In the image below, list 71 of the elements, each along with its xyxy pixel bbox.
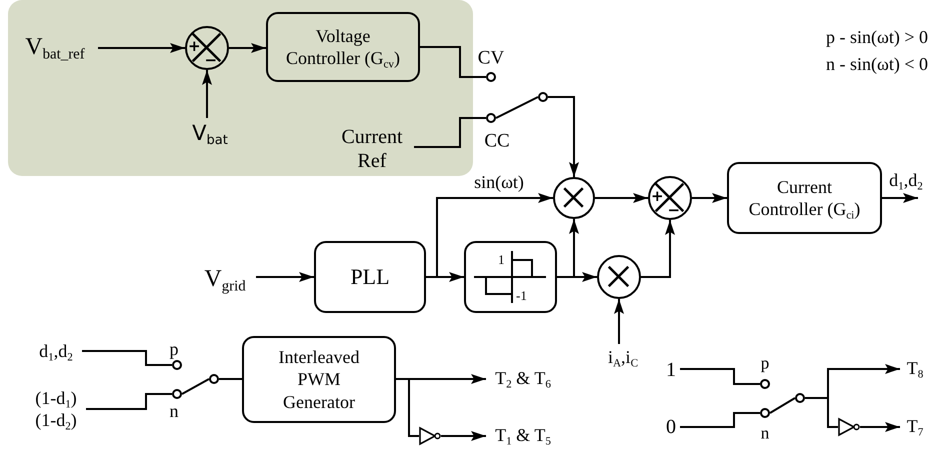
signal-label: 1 — [662, 357, 680, 383]
connector-line — [805, 397, 838, 428]
terminal-label: p — [760, 354, 770, 372]
connector-line — [680, 368, 760, 385]
arrow — [229, 43, 266, 53]
signal-label: T$_{7}$ — [900, 414, 930, 440]
process-box: PLL — [314, 241, 426, 313]
signal-label: T$_{2}$ & T$_{6}$ — [486, 366, 560, 392]
arrow — [202, 70, 212, 118]
signal-label: (1-d$_{1}$) (1-d$_{2}$) — [26, 386, 86, 434]
signal-label: V$_{bat}$ — [188, 118, 232, 150]
inverter-symbol — [419, 427, 441, 445]
terminal-label: CC — [484, 132, 510, 150]
switch-terminal — [795, 393, 805, 403]
connector-line — [769, 397, 796, 414]
arrow — [256, 272, 314, 282]
signal-label: i$_{A}$,i$_{C}$ — [598, 344, 648, 372]
signal-label: V$_{bat_ref}$ — [12, 30, 98, 64]
arrow — [441, 431, 486, 441]
arrow — [98, 43, 185, 53]
process-box: Voltage Controller (G$_{cv}$) — [266, 12, 420, 82]
connector-line — [219, 378, 242, 380]
inverter-symbol — [838, 418, 860, 436]
axis-value: 1 — [498, 253, 504, 266]
terminal-label: n — [170, 402, 178, 420]
signal-label: T$_{1}$ & T$_{5}$ — [486, 423, 560, 449]
note-text: n - sin(ωt) < 0 — [826, 55, 928, 73]
signal-label: V$_{grid}$ — [194, 262, 256, 296]
plus-sign: + — [188, 38, 201, 54]
connector-line — [396, 378, 419, 437]
plus-sign: + — [651, 188, 664, 204]
switch-terminal — [172, 389, 182, 399]
arrow — [426, 193, 553, 278]
arrow — [548, 96, 579, 177]
switch-terminal — [760, 379, 770, 389]
minus-sign: − — [204, 52, 218, 68]
arrow — [614, 299, 624, 344]
process-box: Current Controller (G$_{ci}$) — [727, 162, 882, 234]
arrow — [595, 193, 648, 203]
edge-label: d$_{1}$,d$_{2}$ — [887, 171, 925, 191]
signal-label: Current Ref — [330, 122, 414, 176]
minus-sign: − — [668, 202, 680, 218]
process-box: Interleaved PWM Generator — [242, 336, 396, 423]
arrow — [641, 220, 675, 278]
switch-terminal — [486, 72, 496, 82]
switch-terminal — [760, 408, 770, 418]
signal-label: 0 — [662, 414, 680, 440]
connector-line — [420, 46, 486, 78]
edge-label: sin(ωt) — [472, 173, 526, 193]
signal-label: d$_{1}$,d$_{2}$ — [30, 340, 82, 364]
signal-label: T$_{8}$ — [900, 356, 930, 382]
arrow — [860, 422, 900, 432]
connector-line — [182, 378, 210, 395]
terminal-label: p — [170, 340, 178, 358]
note-text: p - sin(ωt) > 0 — [826, 28, 928, 46]
axis-value: -1 — [516, 289, 527, 302]
terminal-label: n — [760, 424, 770, 442]
connector-line — [496, 96, 538, 119]
switch-terminal — [486, 113, 496, 123]
arrow — [557, 219, 579, 278]
connector-line — [680, 412, 760, 428]
switch-terminal — [172, 360, 182, 370]
terminal-label: CV — [478, 48, 504, 68]
connector-line — [86, 393, 172, 410]
switch-terminal — [538, 92, 548, 102]
connector-line — [82, 350, 172, 366]
arrow — [692, 193, 727, 203]
group-background — [8, 0, 473, 176]
arrow — [882, 193, 918, 203]
switch-terminal — [209, 374, 219, 384]
connector-line — [414, 117, 486, 148]
